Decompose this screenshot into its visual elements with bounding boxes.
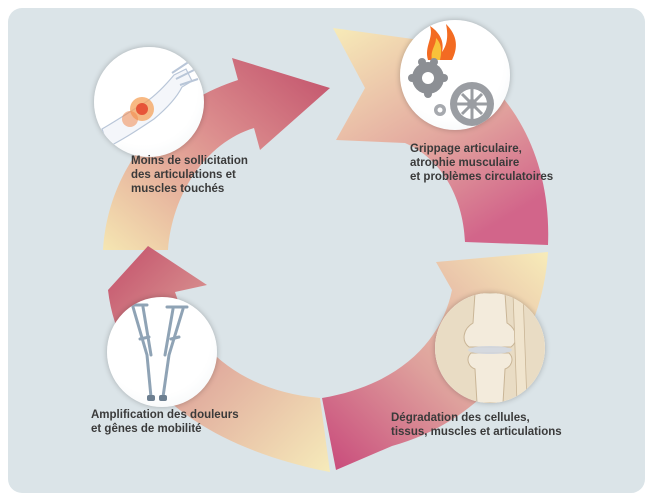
step-2-label: Grippage articulaire, atrophie musculair…	[410, 143, 554, 183]
step-1-label: Moins de sollicitation des articulations…	[131, 155, 248, 195]
crutches-icon-circle	[107, 297, 217, 407]
burning-gears-icon	[408, 24, 494, 126]
burning-gears-icon-circle	[400, 20, 510, 130]
step-3-label: Dégradation des cellules, tissus, muscle…	[391, 412, 562, 438]
knee-joint-icon-circle	[435, 293, 545, 403]
arrow-segment-1	[103, 58, 330, 250]
wrist-pain-icon	[101, 60, 199, 148]
arrow-segment-2	[333, 28, 549, 245]
crutches-icon	[127, 303, 189, 401]
wrist-pain-icon-circle	[94, 47, 204, 157]
step-4-label: Amplification des douleurs et gênes de m…	[91, 409, 239, 435]
knee-joint-icon	[435, 293, 545, 403]
